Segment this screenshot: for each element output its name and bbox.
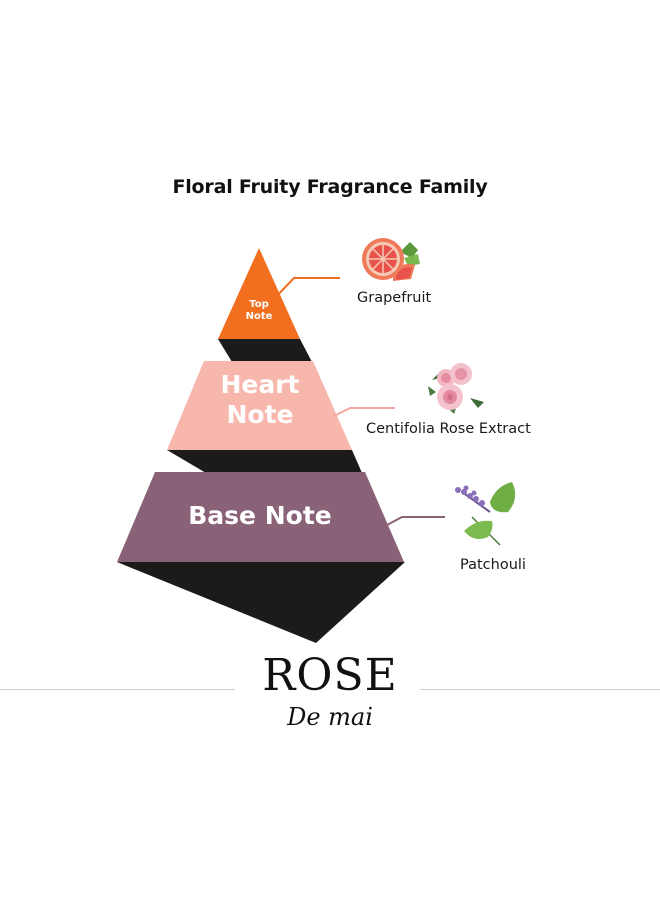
ingredient-caption-grapefruit: Grapefruit [357,290,432,306]
ingredient-caption-rose: Centifolia Rose Extract [366,421,531,437]
ingredient-caption-patchouli: Patchouli [460,557,526,573]
top-connector [269,277,340,304]
diagram-title: Floral Fruity Fragrance Family [172,176,488,198]
heart-connector [333,407,395,417]
right-divider [420,689,660,690]
brand-logo-subname: De mai [287,703,373,731]
top-note-label: Top Note [245,299,273,322]
heart-tier-shadow [167,450,362,473]
patchouli-icon [455,482,516,546]
brand-logo-name: ROSE [262,650,398,701]
base-note-label: Base Note [188,501,332,530]
top-tier-shadow [218,339,312,362]
top-tier [218,248,300,339]
rose-icon [428,363,484,414]
heart-tier [167,361,352,450]
grapefruit-icon [362,238,420,281]
base-tier [117,472,404,562]
base-tier-shadow [117,562,405,643]
heart-note-label: Heart Note [220,370,300,429]
left-divider [0,689,235,690]
base-connector [386,516,445,526]
